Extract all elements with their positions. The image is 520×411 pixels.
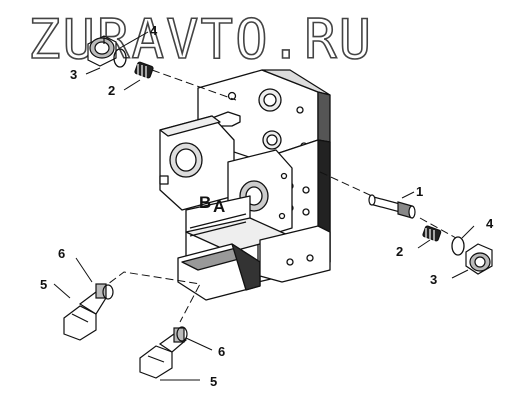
leader-lines-right [401, 191, 475, 279]
callout-4-top-left: 4 [150, 23, 158, 38]
callout-6-left: 6 [58, 246, 65, 261]
port-a-label: A [213, 197, 225, 216]
callout-5-left: 5 [40, 277, 47, 292]
plug-part-top-left [87, 35, 117, 67]
o-ring-left [102, 284, 114, 300]
o-ring-bottom [176, 326, 188, 342]
callout-3-right: 3 [430, 272, 437, 287]
valve-block [159, 69, 331, 301]
callout-2-right: 2 [396, 244, 403, 259]
callout-2-top-left: 2 [108, 83, 115, 98]
leader-lines-top-left [85, 31, 149, 91]
callout-6-bottom: 6 [218, 344, 225, 359]
leader-lines-left [53, 257, 93, 299]
o-ring-top-left [113, 48, 127, 68]
plug-part-right [465, 243, 493, 275]
callout-4-right: 4 [486, 216, 494, 231]
leader-lines-bottom [160, 337, 213, 381]
fitting-bottom [139, 327, 188, 379]
fitting-left [63, 283, 107, 341]
assembly-lines [99, 69, 457, 323]
callout-5-bottom: 5 [210, 374, 217, 389]
callout-1-right: 1 [416, 184, 423, 199]
spool-part [368, 194, 416, 219]
spring-top-left [134, 61, 154, 80]
o-ring-right [451, 236, 465, 256]
callout-3-top-left: 3 [70, 67, 77, 82]
watermark-text: ZURAVTO.RU [28, 8, 373, 71]
spring-right [422, 225, 442, 242]
port-b-label: B [199, 193, 211, 212]
